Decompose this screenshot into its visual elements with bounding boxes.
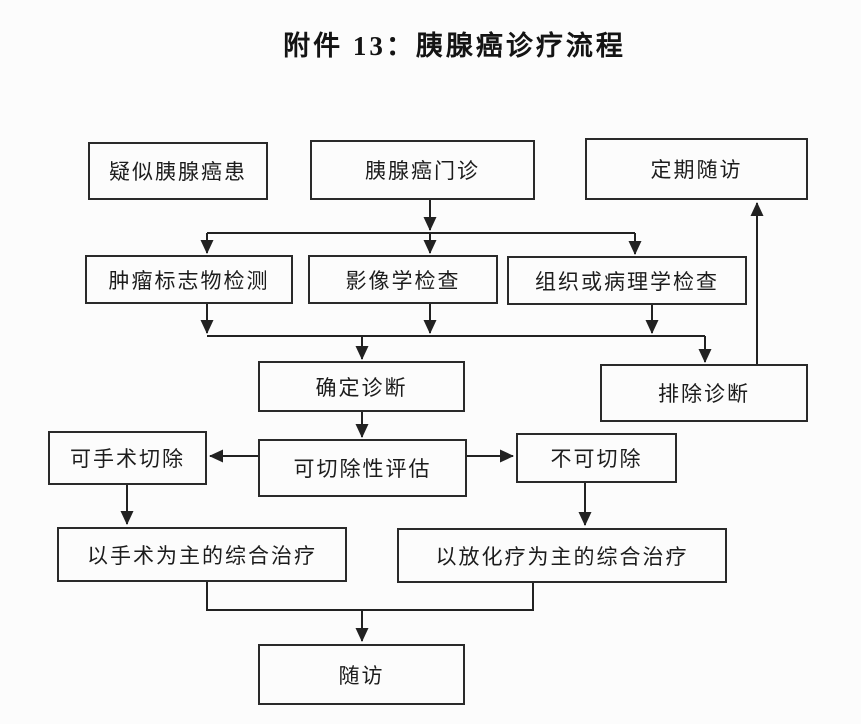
- page-title: 附件 13：胰腺癌诊疗流程: [283, 31, 626, 61]
- node-confirm-diagnosis: 确定诊断: [258, 361, 465, 412]
- node-surgery-based-treatment: 以手术为主的综合治疗: [57, 527, 347, 582]
- node-exclude-diagnosis: 排除诊断: [600, 364, 808, 422]
- node-suspected-pancreatic-cancer-patient: 疑似胰腺癌患: [88, 142, 268, 200]
- node-tumor-marker-test: 肿瘤标志物检测: [85, 255, 293, 304]
- treatment-merge-line: [206, 582, 534, 611]
- node-pancreatic-cancer-clinic: 胰腺癌门诊: [310, 140, 535, 200]
- node-regular-followup: 定期随访: [585, 138, 808, 200]
- node-imaging-exam: 影像学检查: [308, 255, 498, 304]
- node-tissue-pathology-exam: 组织或病理学检查: [507, 256, 747, 305]
- node-resectability-assessment: 可切除性评估: [258, 439, 467, 497]
- node-surgically-resectable: 可手术切除: [48, 431, 207, 485]
- node-unresectable: 不可切除: [516, 433, 677, 483]
- node-followup: 随访: [258, 644, 465, 705]
- node-chemoradiotherapy-based-treatment: 以放化疗为主的综合治疗: [397, 528, 727, 583]
